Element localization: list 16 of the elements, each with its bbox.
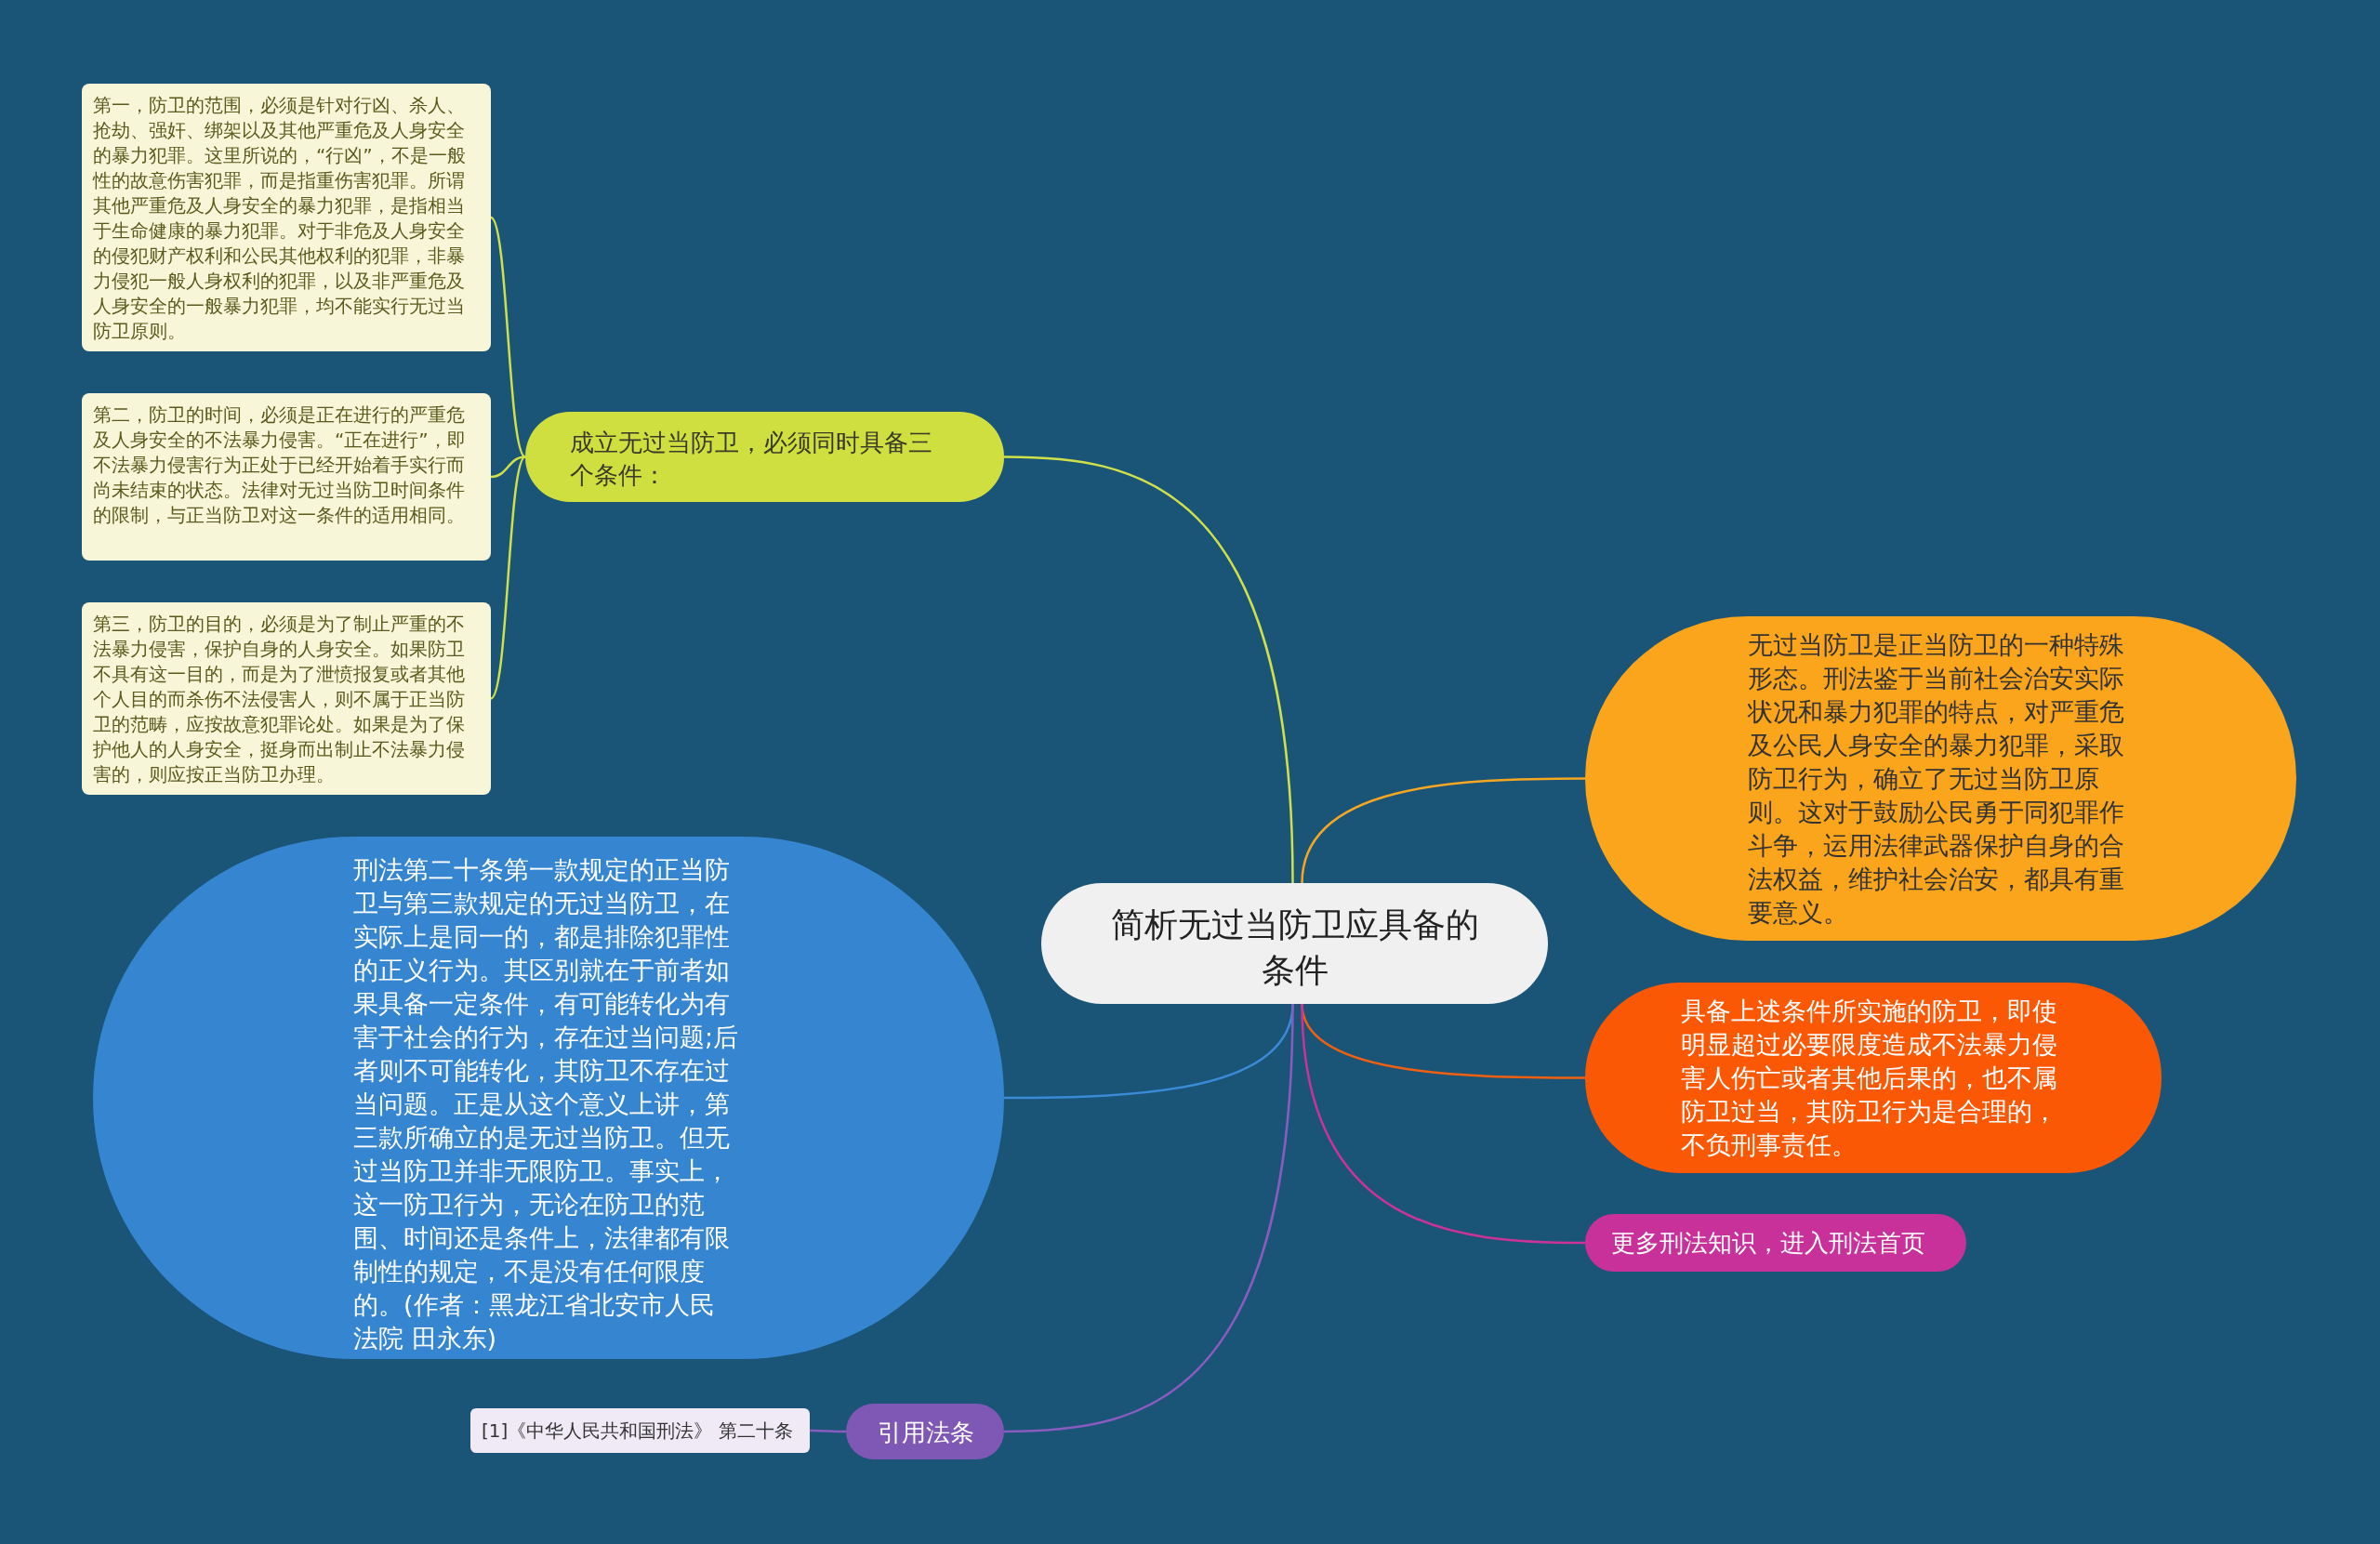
connector-line (490, 217, 526, 458)
note-box: 第二，防卫的时间，必须是正在进行的严重危及人身安全的不法暴力侵害。“正在进行”，即不法暴力侵害行为正处于已经开始着手实行而尚未结束的状态。法律对无过当防卫时间条件的限制，与正当防卫对这一条件的适用相同。 (82, 393, 491, 561)
note-box: 第一，防卫的范围，必须是针对行凶、杀人、抢劫、强奸、绑架以及其他严重危及人身安全的暴力犯罪。这里所说的，“行凶”，不是一般性的故意伤害犯罪，而是指重伤害犯罪。所谓其他严重危及人身安全的暴力犯罪，是指相当于生命健康的暴力犯罪。对于非危及人身安全的侵犯财产权利和公民其他权利的犯罪，非暴力侵犯一般人身权利的犯罪，以及非严重危及人身安全的一般暴力犯罪，均不能实行无过当防卫原则。 (82, 84, 491, 351)
connector-line (1301, 777, 1585, 884)
connector-line (1003, 455, 1294, 884)
branch-box: 成立无过当防卫，必须同时具备三个条件： (525, 412, 1004, 502)
branch-box: 引用法条 (846, 1404, 1004, 1459)
reference-box: [1]《中华人民共和国刑法》 第二十条 (470, 1408, 810, 1453)
connector-line (490, 455, 526, 700)
link-box: 更多刑法知识，进入刑法首页 (1585, 1214, 1966, 1272)
connector-line (810, 1429, 846, 1433)
connector-line (1003, 1003, 1294, 1433)
connector-line (490, 455, 526, 479)
connector-line (1301, 1003, 1585, 1245)
topic-box: 简析无过当防卫应具备的条件 (1041, 883, 1548, 1004)
note-box: 第三，防卫的目的，必须是为了制止严重的不法暴力侵害，保护自身的人身安全。如果防卫不具有这一目的，而是为了泄愤报复或者其他个人目的而杀伤不法侵害人，则不属于正当防卫的范畴，应按故意犯罪论处。如果是为了保护他人的人身安全，挺身而出制止不法暴力侵害的，则应按正当防卫办理。 (82, 602, 491, 795)
